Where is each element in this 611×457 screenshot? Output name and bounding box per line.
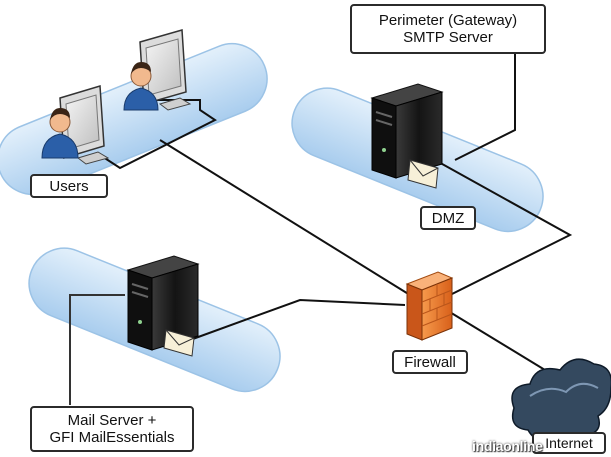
users-label-text: Users [49,177,89,195]
mail-label-line2: GFI MailEssentials [49,429,175,446]
firewall-icon [405,271,454,341]
mail-server-label: Mail Server + GFI MailEssentials [30,406,194,452]
watermark-text: indiaonline [472,438,543,454]
internet-label-text: Internet [545,434,593,451]
internet-label: Internet [532,432,606,454]
users-label: Users [30,174,108,198]
gateway-label-line1: Perimeter (Gateway) [378,12,518,29]
envelope-icon [407,159,439,189]
gateway-label: Perimeter (Gateway) SMTP Server [350,4,546,54]
server-icon [370,83,444,179]
dmz-label: DMZ [420,206,476,230]
server-icon [126,255,200,351]
internet-cloud-icon [511,358,611,443]
user-icon [123,62,159,111]
envelope-icon [163,329,195,357]
dmz-label-text: DMZ [431,209,465,227]
mail-label-line1: Mail Server + [67,412,157,429]
firewall-label: Firewall [392,350,468,374]
user-icon [41,108,79,159]
firewall-label-text: Firewall [404,353,456,371]
gateway-label-line2: SMTP Server [403,29,493,46]
